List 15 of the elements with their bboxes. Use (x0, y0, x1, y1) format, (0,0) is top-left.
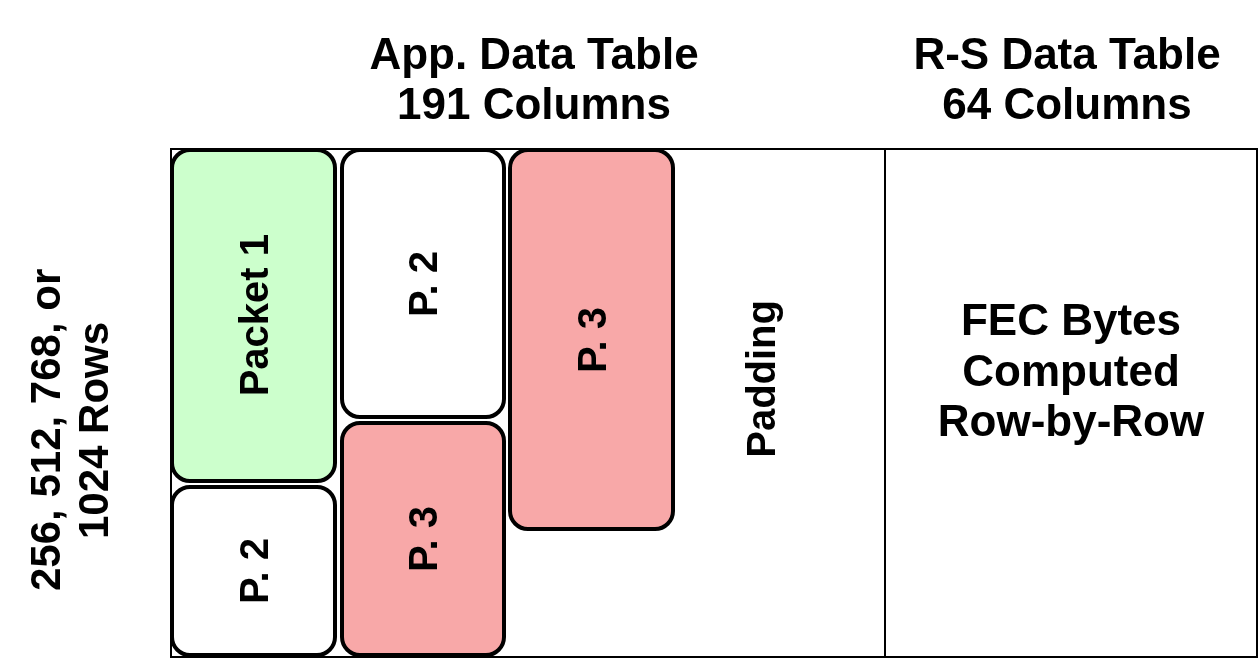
packet-label: P. 2 (400, 250, 446, 317)
packet-block (170, 485, 337, 657)
packet-block (340, 148, 506, 419)
column-heading: R-S Data Table 64 Columns (912, 28, 1222, 130)
column-heading: App. Data Table 191 Columns (368, 28, 700, 130)
padding-label: Padding (738, 300, 784, 458)
packet-label: P. 3 (568, 306, 615, 373)
section-description: FEC Bytes Computed Row-by-Row (936, 295, 1206, 447)
packet-block (508, 148, 675, 531)
axis-label: 256, 512, 768, or 1024 Rows (22, 267, 119, 594)
packet-label: Packet 1 (230, 234, 277, 397)
packet-block (170, 148, 337, 483)
packet-block (340, 421, 506, 657)
packet-label: P. 2 (230, 538, 277, 604)
packet-label: P. 3 (400, 506, 446, 572)
